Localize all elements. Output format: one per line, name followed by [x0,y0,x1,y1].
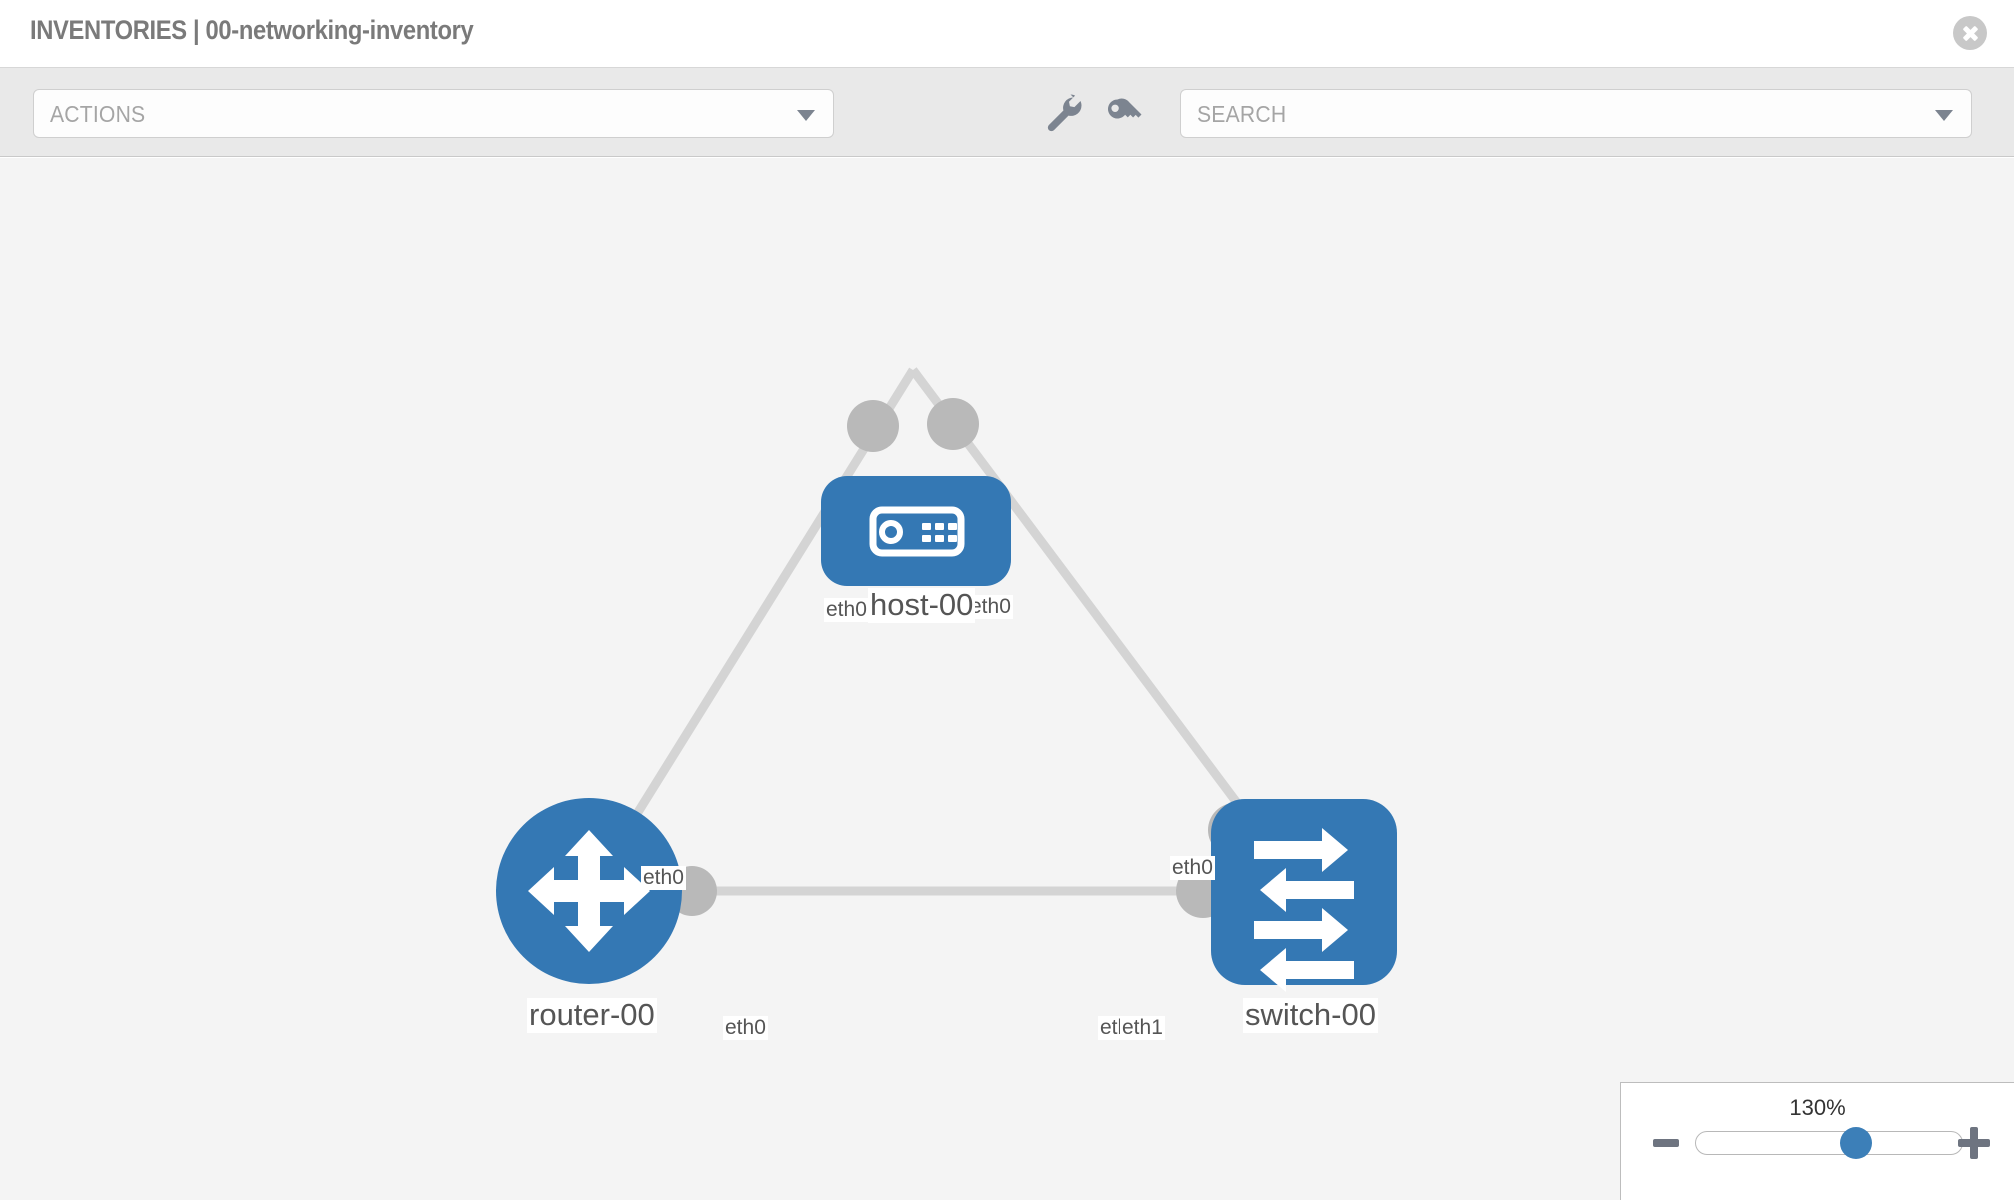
edge-label-switch00-eth1: eth1 [1120,1016,1165,1041]
node-label-switch-00: switch-00 [1243,997,1378,1033]
wrench-icon[interactable] [1039,90,1085,136]
search-input[interactable]: SEARCH [1180,89,1972,138]
switch-arrows-icon [1254,828,1354,992]
actions-dropdown-label: ACTIONS [50,101,146,127]
node-label-router-00: router-00 [527,997,657,1033]
topology-graph [496,367,1397,992]
chevron-down-icon [1935,109,1953,121]
close-icon[interactable] [1953,16,1987,50]
port-host00-eth0-left [847,400,899,452]
zoom-in-button[interactable] [1958,1127,1990,1159]
link-host00-router00 [585,367,917,894]
edge-label-host00-eth0-left: eth0 [824,598,869,623]
router-four-arrows-icon [528,830,650,952]
node-host-00 [821,476,1011,586]
page-title: INVENTORIES | 00-networking-inventory [30,15,474,45]
topology-canvas[interactable]: eth0 eth0 eth0 eth0 eth0 eth0 eth1 host-… [0,158,2014,1200]
edge-label-router00-uplink-eth0: eth0 [641,866,686,891]
zoom-out-button[interactable] [1653,1139,1679,1147]
zoom-control: 130% [1620,1082,2014,1200]
edge-label-switch00-uplink-eth0: eth0 [1170,856,1215,881]
page-header: INVENTORIES | 00-networking-inventory [0,0,2014,68]
zoom-level-label: 130% [1789,1095,1846,1120]
node-switch-00 [1211,799,1397,992]
key-icon[interactable] [1100,90,1146,136]
search-placeholder: SEARCH [1197,101,1287,127]
edge-label-host00-eth0-right: eth0 [968,595,1013,620]
node-host-00-shape [821,476,1011,586]
node-label-host-00: host-00 [868,587,976,623]
zoom-slider[interactable] [1695,1127,1963,1159]
server-appliance-icon-details [879,520,957,544]
toolbar: ACTIONS SEARCH [0,68,2014,157]
chevron-down-icon [797,109,815,121]
port-host00-eth0-right [927,398,979,450]
zoom-slider-thumb[interactable] [1839,1127,1872,1159]
server-appliance-icon [869,506,965,557]
actions-dropdown[interactable]: ACTIONS [33,89,834,138]
node-router-00 [496,798,682,984]
edge-label-router00-eth0: eth0 [723,1016,768,1041]
